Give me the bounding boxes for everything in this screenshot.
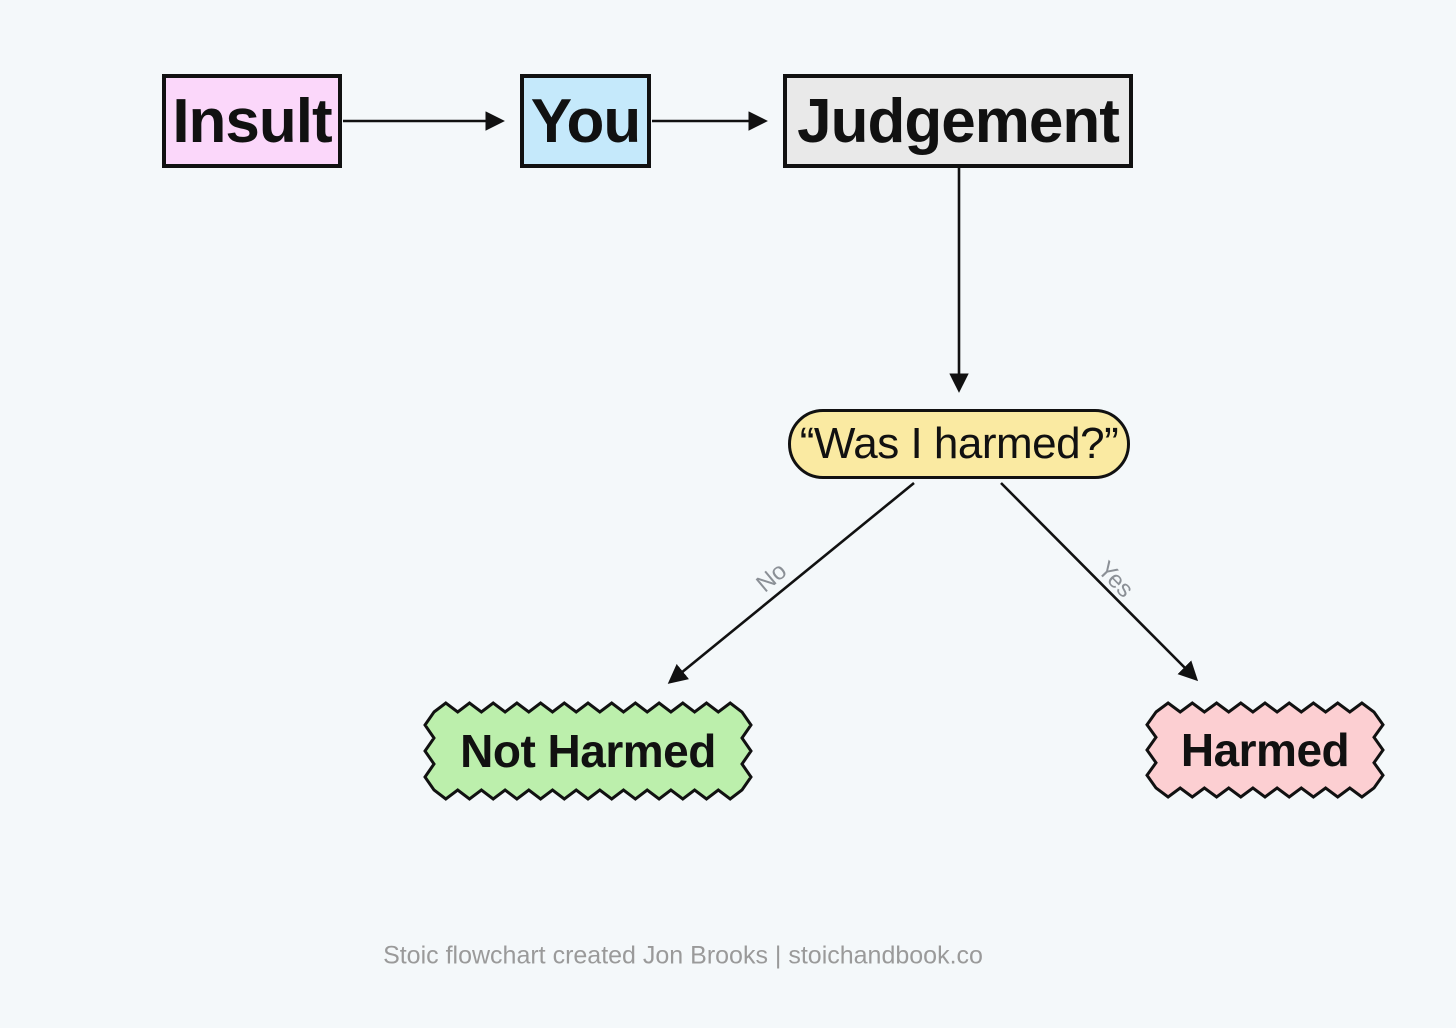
harmed-burst-shape	[1145, 701, 1385, 799]
node-harmed-label: Harmed	[1180, 724, 1350, 776]
node-insult-label: Insult	[172, 86, 332, 156]
node-not-harmed-label: Not Harmed	[460, 725, 716, 777]
node-question-label: “Was I harmed?”	[799, 419, 1119, 468]
node-not-harmed: Not Harmed	[423, 701, 753, 801]
node-question: “Was I harmed?”	[788, 409, 1130, 479]
not-harmed-burst-shape	[423, 701, 753, 801]
node-insult: Insult	[162, 74, 342, 168]
node-you: You	[520, 74, 651, 168]
burst-outline	[1145, 701, 1385, 799]
node-harmed: Harmed	[1145, 701, 1385, 799]
node-judgement: Judgement	[783, 74, 1133, 168]
edge-question-to-harmed	[1000, 482, 1199, 682]
footer-credit: Stoic flowchart created Jon Brooks | sto…	[383, 941, 983, 970]
edge-question-to-not-harmed	[667, 481, 915, 684]
node-judgement-label: Judgement	[797, 86, 1120, 156]
node-you-label: You	[530, 86, 641, 156]
burst-outline	[423, 701, 753, 801]
